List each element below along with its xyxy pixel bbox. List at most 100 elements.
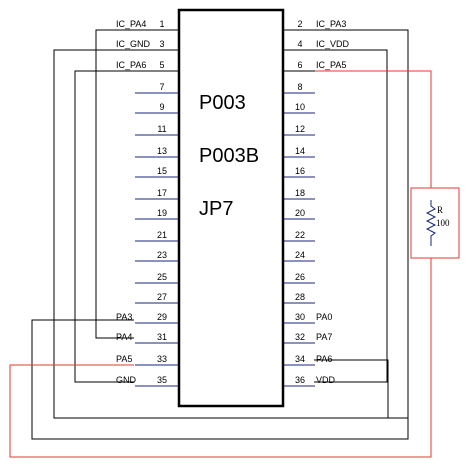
connector-body — [177, 8, 285, 408]
pin-name: IC_VDD — [316, 39, 350, 49]
red-wire-pin6-to-resistor — [314, 70, 432, 188]
left-pin-11: 11 — [135, 124, 179, 136]
pin-number: 32 — [295, 332, 305, 342]
pin-number: 12 — [295, 124, 305, 134]
left-pin-31: 31 PA4 — [116, 332, 179, 344]
pin-number: 21 — [157, 230, 167, 240]
pin-name: IC_PA6 — [116, 60, 146, 70]
pin-number: 20 — [295, 208, 305, 218]
pin-number: 22 — [295, 230, 305, 240]
pin-name: IC_PA4 — [116, 19, 146, 29]
right-pin-26: 26 — [283, 272, 315, 284]
pin-number: 17 — [157, 188, 167, 198]
pin-number: 25 — [157, 272, 167, 282]
pin-name: IC_PA5 — [316, 60, 346, 70]
right-pin-6: 6 IC_PA5 — [283, 60, 346, 72]
left-pin-9: 9 — [135, 102, 179, 114]
pin-number: 11 — [157, 124, 166, 134]
pin-number: 31 — [157, 332, 167, 342]
wire-pin1-to-pin31 — [95, 29, 135, 339]
pin-name: PA5 — [116, 354, 132, 364]
pin-name: PA3 — [116, 312, 132, 322]
right-pin-4: 4 IC_VDD — [283, 39, 350, 51]
left-pin-17: 17 — [135, 188, 179, 200]
left-pin-1: 1 IC_PA4 — [116, 19, 179, 31]
pin-number: 19 — [157, 208, 167, 218]
right-pin-24: 24 — [283, 250, 315, 262]
pin-number: 10 — [295, 102, 305, 112]
left-pin-7: 7 — [135, 82, 179, 94]
pin-name: IC_GND — [116, 39, 151, 49]
right-pin-8: 8 — [283, 82, 315, 94]
right-pin-18: 18 — [283, 188, 315, 200]
wire-pin3-to-pin33 — [53, 29, 409, 419]
right-pin-30: 30 PA0 — [283, 312, 332, 324]
pin-number: 14 — [295, 146, 305, 156]
pin-number: 27 — [157, 292, 167, 302]
pin-name: PA4 — [116, 332, 132, 342]
pin-number: 6 — [297, 60, 302, 70]
right-pin-14: 14 — [283, 146, 315, 158]
left-pin-3: 3 IC_GND — [116, 39, 179, 51]
right-pin-16: 16 — [283, 166, 315, 178]
pin-number: 15 — [157, 166, 167, 176]
pin-number: 7 — [159, 82, 164, 92]
pin-number: 18 — [295, 188, 305, 198]
wire-pin29-to-pin36 — [31, 319, 409, 440]
pin-number: 34 — [295, 354, 305, 364]
left-pin-19: 19 — [135, 208, 179, 220]
right-pin-20: 20 — [283, 208, 315, 220]
component-label-2: P003B — [199, 145, 259, 167]
pin-number: 36 — [295, 375, 305, 385]
pin-number: 29 — [157, 312, 167, 322]
pin-number: 9 — [159, 102, 164, 112]
pin-name: GND — [116, 375, 137, 385]
left-pin-29: 29 PA3 — [116, 312, 179, 324]
pin-number: 28 — [295, 292, 305, 302]
left-pin-column: 1 IC_PA4 3 IC_GND 5IC_PA6 7 9 11 13 15 17 19 21 23 25 2… — [116, 19, 179, 387]
resistor-value: 100 — [436, 218, 450, 228]
right-pin-2: 2 IC_PA3 — [283, 19, 346, 31]
pin-number: 23 — [157, 250, 167, 260]
left-pin-27: 27 — [135, 292, 179, 304]
pin-number: 16 — [295, 166, 305, 176]
wire-network — [31, 29, 409, 440]
pin-name: PA6 — [316, 354, 332, 364]
left-pin-21: 21 — [135, 230, 179, 242]
wire-pin5-to-pin35 — [74, 70, 135, 383]
left-pin-25: 25 — [135, 272, 179, 284]
right-pin-28: 28 — [283, 292, 315, 304]
wire-pin34-to-pin32 — [314, 359, 389, 418]
right-pin-10: 10 — [283, 102, 315, 114]
pin-number: 3 — [159, 39, 164, 49]
pin-number: 24 — [295, 250, 305, 260]
left-pin-5: 5IC_PA6 — [116, 60, 179, 72]
pin-number: 13 — [157, 146, 167, 156]
pin-number: 2 — [297, 19, 302, 29]
red-wire-network — [9, 70, 460, 458]
right-pin-12: 12 — [283, 124, 315, 136]
wire-pin4-to-pin36 — [314, 49, 388, 383]
resistor-zigzag — [425, 200, 437, 246]
resistor-highlight-box — [410, 187, 460, 259]
pin-name: PA0 — [316, 312, 332, 322]
right-pin-22: 22 — [283, 230, 315, 242]
resistor-designator: R — [437, 205, 443, 215]
pin-number: 26 — [295, 272, 305, 282]
left-pin-13: 13 — [135, 146, 179, 158]
red-wire-resistor-to-pin33 — [9, 258, 432, 458]
component-label-1: P003 — [199, 92, 246, 114]
pin-number: 30 — [295, 312, 305, 322]
right-pin-column: 2 IC_PA3 4 IC_VDD 6 IC_PA5 8 10 12 14 16 18 20 22 24 26… — [283, 19, 350, 387]
pin-name: IC_PA3 — [316, 19, 346, 29]
pin-number: 35 — [157, 375, 167, 385]
pin-number: 1 — [159, 19, 164, 29]
right-pin-34: 34 PA6 — [283, 354, 332, 366]
left-pin-35: 35 GND — [116, 375, 179, 387]
pin-number: 4 — [297, 39, 302, 49]
left-pin-15: 15 — [135, 166, 179, 178]
